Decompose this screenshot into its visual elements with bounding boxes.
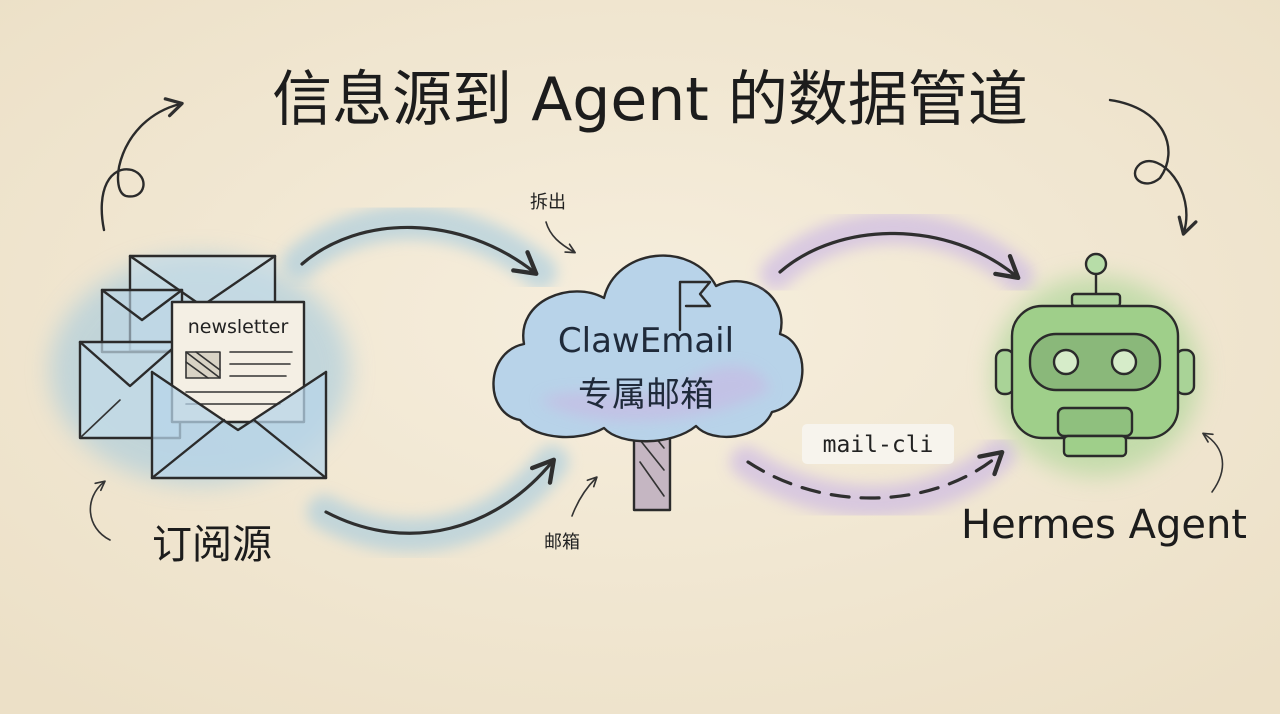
source-label: 订阅源: [152, 522, 272, 568]
extract-label: 拆出: [530, 192, 566, 213]
swirl-arrow-bottom-right: [1202, 432, 1224, 493]
robot-left-eye: [1052, 348, 1080, 376]
claw-email-mailbox-node: ClawEmail 专属邮箱: [492, 254, 804, 512]
robot-visor: [1028, 332, 1162, 392]
diagram-title: 信息源到 Agent 的数据管道: [272, 65, 1028, 135]
robot-right-eye: [1110, 348, 1138, 376]
arrow-to-agent: [778, 231, 1021, 280]
robot-neck: [1062, 434, 1128, 458]
swirl-arrow-top-left: [100, 97, 184, 232]
edge-mailbox: 邮箱: [307, 445, 598, 553]
arrow-mailbox: [324, 457, 556, 535]
mail-cli-badge: [802, 424, 954, 464]
subscription-sources-node: newsletter 订阅源: [50, 254, 350, 568]
newsletter-label: newsletter: [188, 316, 289, 338]
swirl-arrow-bottom-left: [89, 480, 111, 541]
robot-antenna-ball: [1084, 252, 1108, 276]
edge-mail-cli: mail-cli: [730, 424, 1016, 517]
envelope-front: [150, 370, 328, 480]
edge-to-agent: [760, 212, 1034, 292]
arrow-mail-cli: [746, 449, 1005, 500]
mailbox-title: ClawEmail: [558, 321, 734, 361]
hermes-agent-node: Hermes Agent: [961, 252, 1247, 548]
arrow-extract: [300, 225, 539, 276]
swirl-arrow-top-right: [1108, 98, 1198, 236]
mailbox-edge-label: 邮箱: [544, 532, 580, 553]
extract-pointer: [545, 221, 576, 254]
mailbox-pointer: [571, 476, 598, 517]
edge-extract: 拆出: [283, 192, 576, 289]
mailbox-flag-icon: [678, 280, 712, 332]
mailbox-subtitle: 专属邮箱: [578, 375, 714, 415]
agent-label: Hermes Agent: [961, 502, 1247, 548]
mail-cli-label: mail-cli: [823, 432, 934, 458]
